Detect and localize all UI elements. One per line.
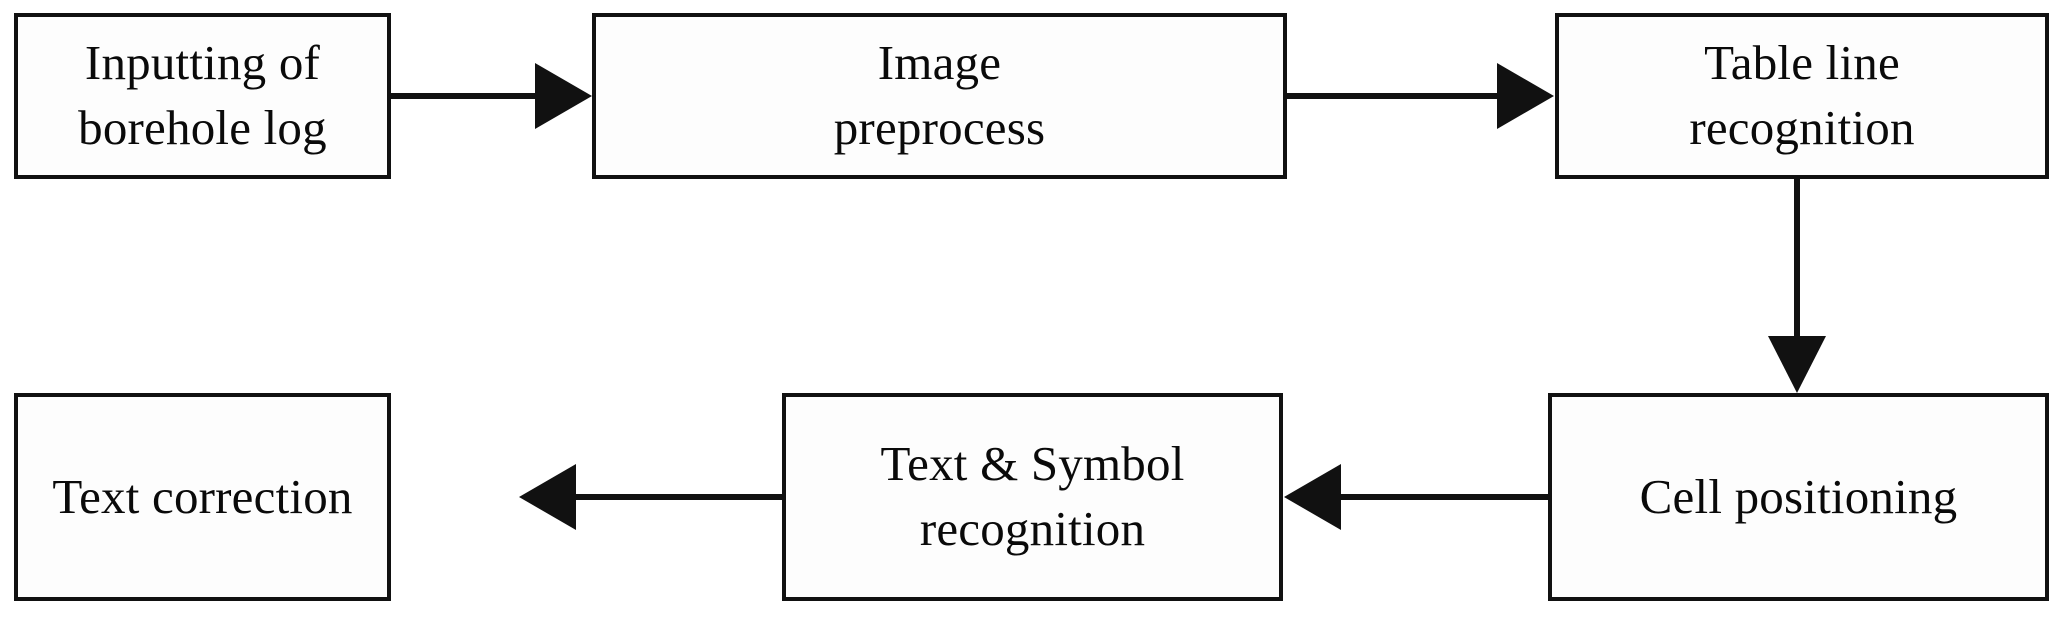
arrow-left-icon xyxy=(519,464,576,530)
flow-node-label: Table line recognition xyxy=(1689,35,1915,155)
edge-line xyxy=(391,93,537,99)
flow-node-label: Cell positioning xyxy=(1639,468,1958,524)
flow-node-label: Image preprocess xyxy=(833,35,1046,155)
arrow-right-icon xyxy=(535,63,592,129)
flow-node-text-symbol-recognition[interactable]: Text & Symbol recognition xyxy=(782,393,1283,601)
edge-line xyxy=(1287,93,1499,99)
flow-node-text-correction[interactable]: Text correction xyxy=(14,393,391,601)
flow-node-label: Text correction xyxy=(52,468,353,524)
arrow-left-icon xyxy=(1284,464,1341,530)
flow-node-label: Inputting of borehole log xyxy=(78,35,327,155)
arrow-right-icon xyxy=(1497,63,1554,129)
flow-node-table-line-recognition[interactable]: Table line recognition xyxy=(1555,13,2049,179)
flow-node-image-preprocess[interactable]: Image preprocess xyxy=(592,13,1287,179)
flow-node-label: Text & Symbol recognition xyxy=(880,436,1185,556)
flow-node-cell-positioning[interactable]: Cell positioning xyxy=(1548,393,2049,601)
edge-line xyxy=(1340,494,1549,500)
edge-line xyxy=(575,494,783,500)
arrow-down-icon xyxy=(1768,336,1826,393)
flow-node-input-borehole-log[interactable]: Inputting of borehole log xyxy=(14,13,391,179)
edge-line xyxy=(1794,179,1800,339)
